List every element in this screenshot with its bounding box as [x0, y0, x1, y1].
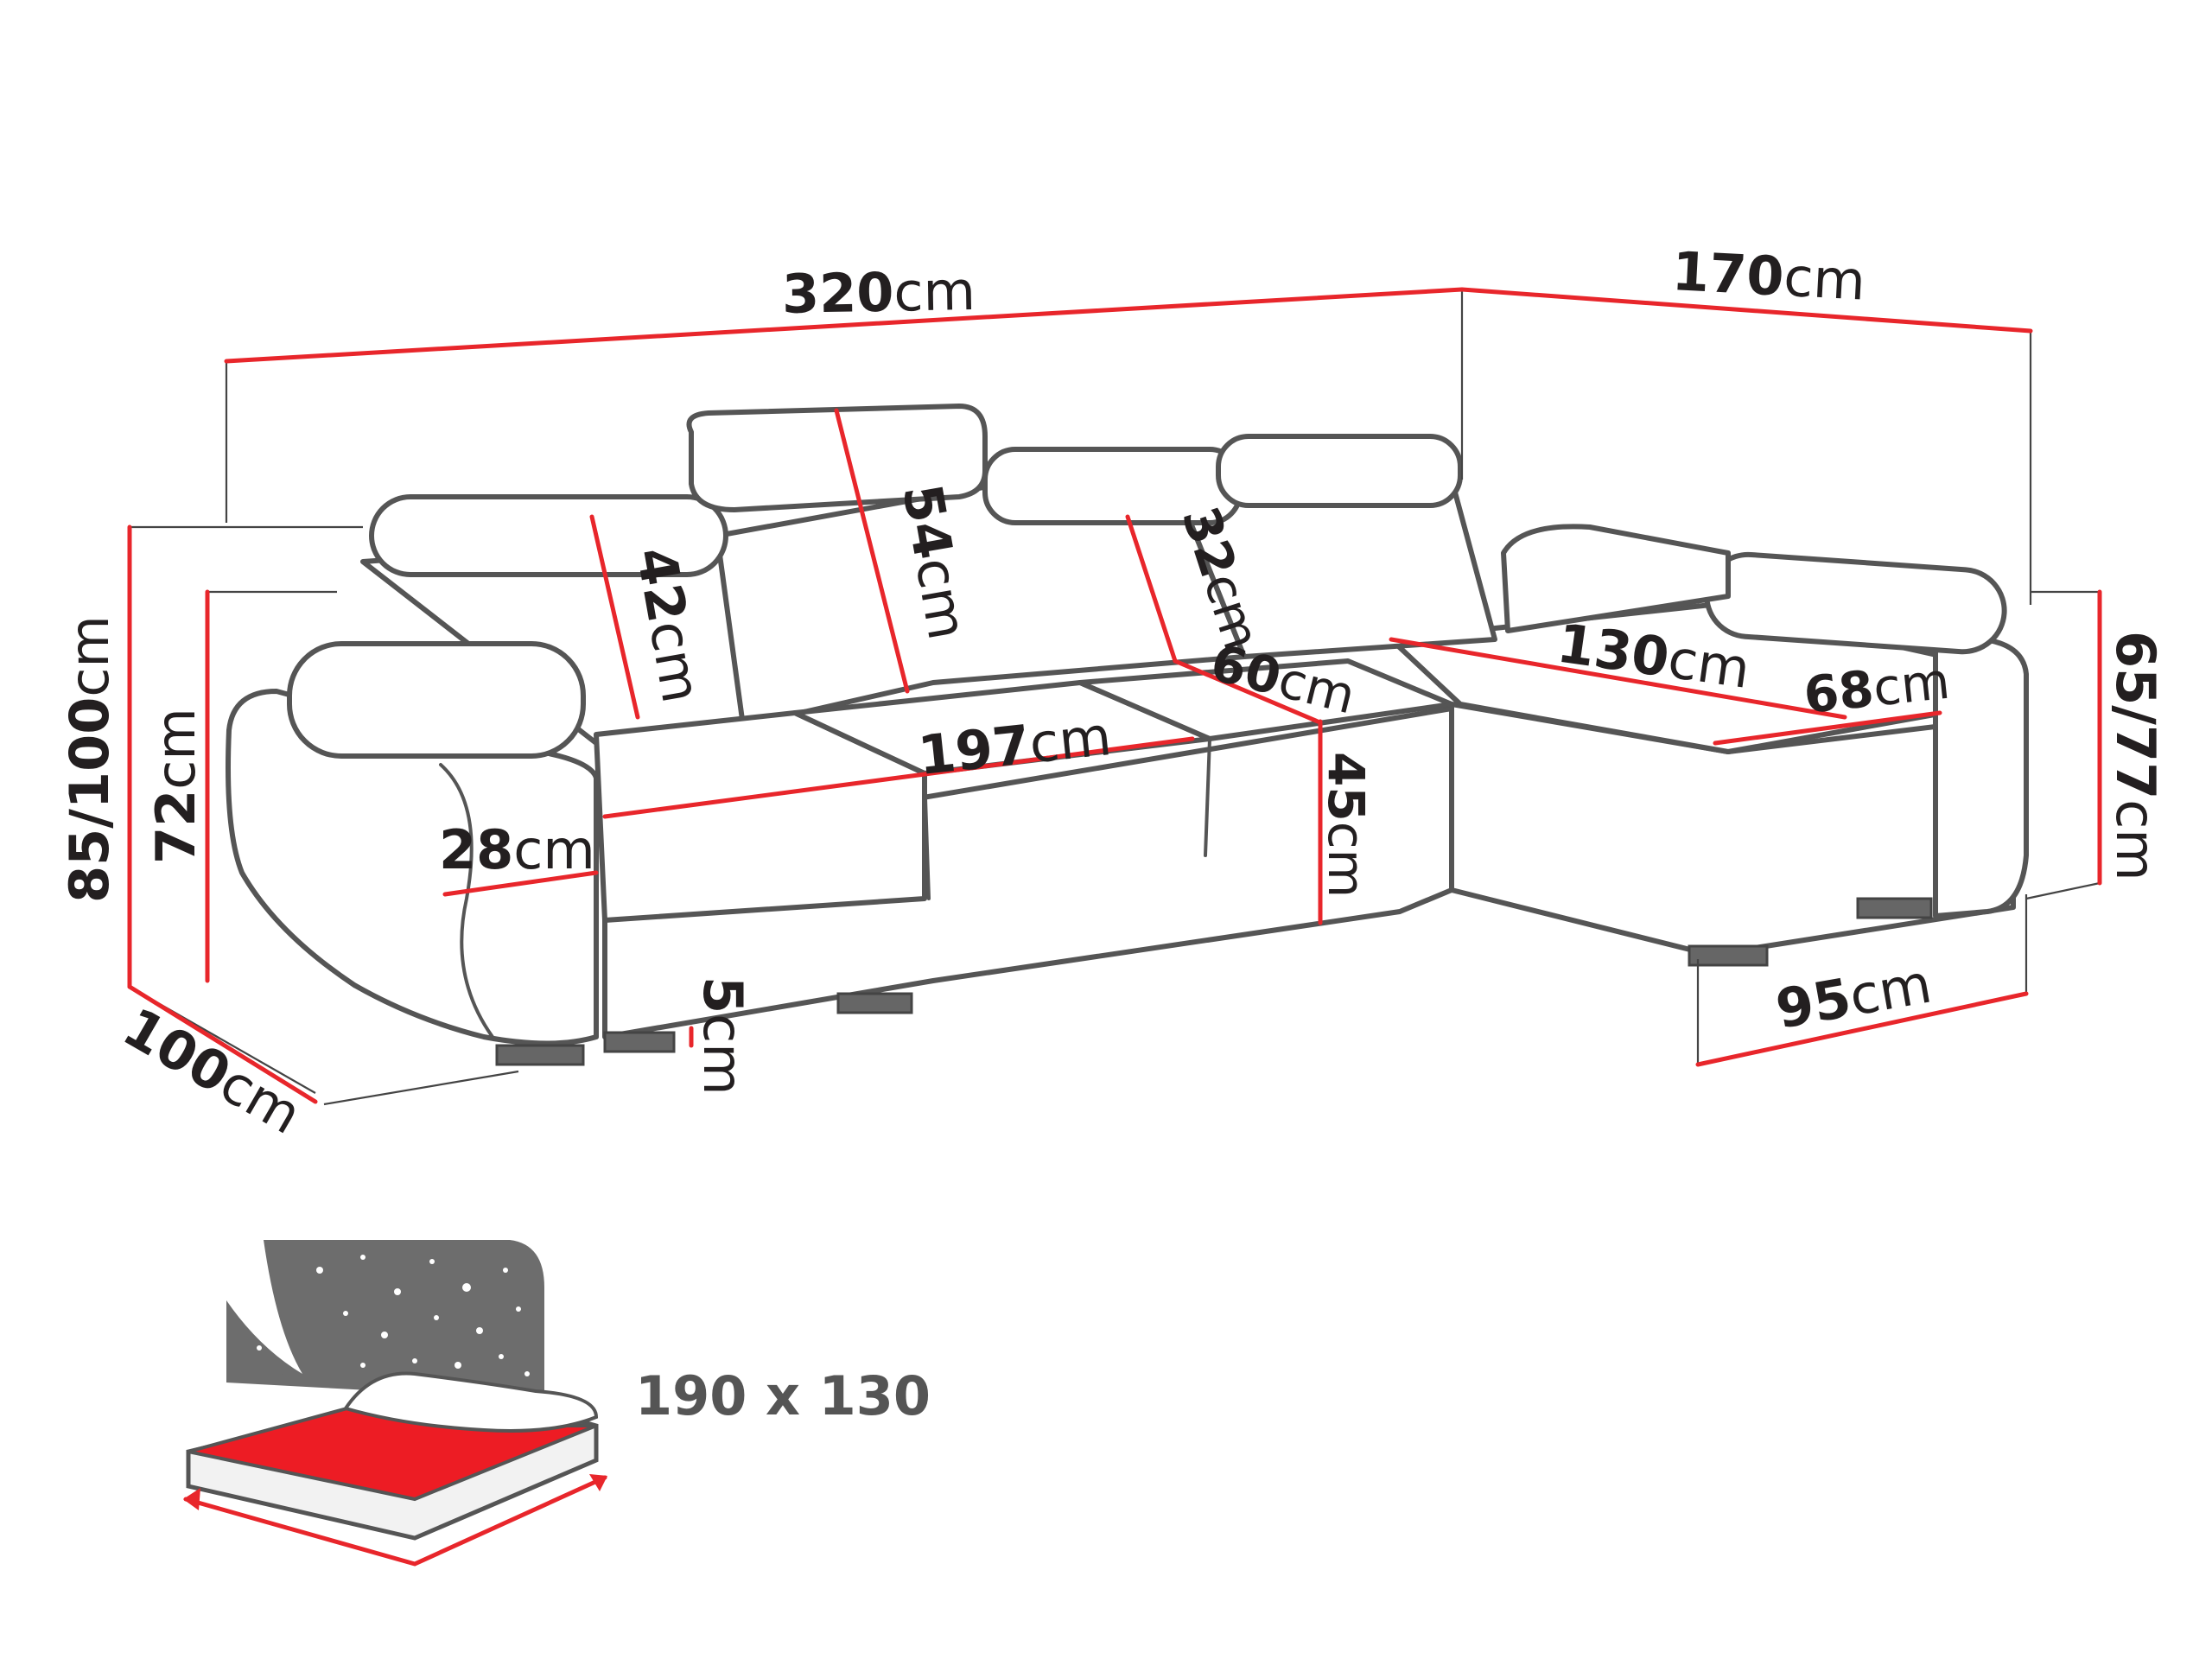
labels: 320cm 170cm 85/100cm 72cm 100cm 5cm 28cm… — [58, 239, 2167, 1147]
leg — [495, 1044, 585, 1066]
label-54: 54cm — [890, 480, 979, 645]
label-320: 320cm — [781, 259, 976, 326]
measure-54 — [834, 408, 910, 694]
label-42: 42cm — [624, 543, 713, 708]
label-65-77: 65/77cm — [2104, 631, 2167, 881]
measure-320 — [224, 287, 1465, 364]
measure-68 — [1713, 710, 1942, 746]
leg — [1688, 944, 1769, 967]
label-100: 100cm — [113, 995, 312, 1147]
leg — [603, 1031, 676, 1053]
measure-170 — [1459, 287, 2033, 334]
stars — [244, 1255, 530, 1376]
leg — [1856, 897, 1933, 919]
measure-197 — [602, 736, 1195, 819]
measure-100 — [127, 984, 318, 1104]
leg — [836, 992, 913, 1014]
label-68: 68cm — [1801, 652, 1952, 725]
sofa-drawing — [226, 404, 2029, 1066]
label-72: 72cm — [144, 708, 207, 864]
bed-size-label: 190 x 130 — [635, 1364, 931, 1427]
label-95: 95cm — [1771, 951, 1936, 1040]
bed-with-night-sky-icon: 190 x 130 — [183, 1240, 931, 1567]
headrest-left — [369, 494, 728, 577]
label-85-100: 85/100cm — [58, 615, 121, 903]
measure-28 — [442, 870, 599, 897]
headrest-far-right — [1216, 434, 1463, 508]
label-170: 170cm — [1670, 239, 1866, 313]
measurement-lines — [127, 287, 2102, 1104]
measure-42 — [589, 514, 640, 720]
seat-cushion-left — [594, 710, 927, 923]
label-5: 5cm — [691, 976, 754, 1096]
measure-60 — [1173, 658, 1320, 724]
measure-95 — [1695, 991, 2029, 1067]
measure-32 — [1125, 514, 1178, 664]
chaise-back — [1501, 524, 1731, 633]
label-197: 197cm — [915, 704, 1114, 787]
bed-arrow — [183, 1475, 607, 1567]
label-28: 28cm — [439, 818, 595, 881]
label-45: 45cm — [1317, 752, 1376, 898]
pillow-icon — [342, 1371, 599, 1433]
measure-130 — [1389, 637, 1847, 720]
night-sky — [226, 1240, 544, 1400]
left-arm-pad — [287, 641, 586, 759]
label-130: 130cm — [1554, 612, 1754, 701]
